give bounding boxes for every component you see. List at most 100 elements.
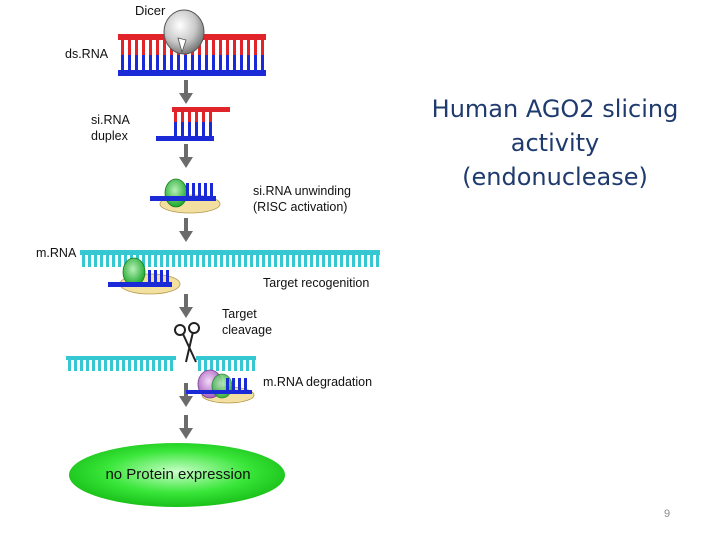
nucleotide-tick [177, 55, 180, 70]
nucleotide-tick [160, 270, 163, 282]
nucleotide-tick [160, 255, 163, 267]
dicer-icon [163, 9, 205, 55]
nucleotide-tick [261, 40, 264, 55]
nucleotide-tick [152, 360, 155, 371]
nucleotide-tick [164, 360, 167, 371]
sirna-unwinding-label-line2: (RISC activation) [253, 200, 348, 214]
nucleotide-tick [170, 360, 173, 371]
nucleotide-tick [226, 40, 229, 55]
nucleotide-tick [212, 55, 215, 70]
nucleotide-tick [219, 55, 222, 70]
nucleotide-tick [186, 183, 189, 196]
nucleotide-tick [156, 55, 159, 70]
nucleotide-tick [181, 122, 184, 136]
nucleotide-tick [228, 360, 231, 371]
arrow-4 [179, 294, 193, 318]
target-cleavage-label-line1: Target [222, 307, 257, 321]
nucleotide-tick [254, 55, 257, 70]
nucleotide-tick [82, 255, 85, 267]
nucleotide-tick [346, 255, 349, 267]
nucleotide-tick [376, 255, 379, 267]
nucleotide-tick [198, 40, 201, 55]
nucleotide-tick [370, 255, 373, 267]
nucleotide-tick [233, 40, 236, 55]
nucleotide-tick [184, 255, 187, 267]
nucleotide-tick [86, 360, 89, 371]
nucleotide-tick [240, 55, 243, 70]
nucleotide-tick [286, 255, 289, 267]
nucleotide-tick [106, 255, 109, 267]
nucleotide-tick [172, 255, 175, 267]
nucleotide-tick [188, 122, 191, 136]
nucleotide-tick [256, 255, 259, 267]
target-cleavage-label-line2: cleavage [222, 323, 273, 337]
nucleotide-tick [238, 378, 241, 390]
nucleotide-tick [250, 255, 253, 267]
arrow-3 [179, 218, 193, 242]
nucleotide-tick [163, 55, 166, 70]
nucleotide-tick [205, 55, 208, 70]
nucleotide-tick [208, 255, 211, 267]
nucleotide-tick [188, 112, 191, 122]
arrow-2 [179, 144, 193, 168]
nucleotide-tick [100, 255, 103, 267]
nucleotide-tick [261, 55, 264, 70]
nucleotide-tick [192, 183, 195, 196]
nucleotide-tick [148, 255, 151, 267]
nucleotide-tick [135, 55, 138, 70]
nucleotide-tick [154, 270, 157, 282]
sirna-duplex-label-line1: si.RNA [91, 113, 130, 127]
nucleotide-tick [205, 40, 208, 55]
nucleotide-tick [195, 112, 198, 122]
target-recognition-complex [108, 257, 181, 295]
nucleotide-tick [178, 255, 181, 267]
nucleotide-tick [298, 255, 301, 267]
nucleotide-tick [202, 255, 205, 267]
nucleotide-tick [210, 360, 213, 371]
nucleotide-tick [316, 255, 319, 267]
nucleotide-tick [310, 255, 313, 267]
slide-title-line1: Human AGO2 slicing [431, 95, 679, 123]
nucleotide-tick [158, 360, 161, 371]
nucleotide-tick [204, 183, 207, 196]
nucleotide-tick [216, 360, 219, 371]
nucleotide-tick [163, 40, 166, 55]
nucleotide-tick [68, 360, 71, 371]
nucleotide-tick [232, 255, 235, 267]
nucleotide-tick [104, 360, 107, 371]
nucleotide-tick [149, 55, 152, 70]
nucleotide-tick [280, 255, 283, 267]
nucleotide-tick [149, 40, 152, 55]
nucleotide-tick [226, 255, 229, 267]
nucleotide-tick [238, 255, 241, 267]
nucleotide-tick [184, 55, 187, 70]
nucleotide-tick [128, 55, 131, 70]
slide-title-line3: (endonuclease) [462, 163, 648, 191]
nucleotide-tick [170, 55, 173, 70]
nucleotide-tick [195, 122, 198, 136]
nucleotide-tick [247, 40, 250, 55]
dicer-label: Dicer [135, 3, 166, 18]
nucleotide-tick [222, 360, 225, 371]
nucleotide-tick [244, 255, 247, 267]
arrow-6 [179, 415, 193, 439]
nucleotide-tick [174, 122, 177, 136]
no-protein-oval [69, 443, 285, 507]
nucleotide-tick [262, 255, 265, 267]
nucleotide-tick [118, 255, 121, 267]
nucleotide-tick [247, 55, 250, 70]
nucleotide-tick [124, 255, 127, 267]
nucleotide-tick [142, 55, 145, 70]
nucleotide-tick [352, 255, 355, 267]
nucleotide-tick [174, 112, 177, 122]
slide-title: Human AGO2 slicing activity (endonucleas… [405, 92, 705, 194]
nucleotide-tick [334, 255, 337, 267]
nucleotide-tick [191, 55, 194, 70]
sirna-unwinding-label-line1: si.RNA unwinding [253, 184, 351, 198]
nucleotide-tick [322, 255, 325, 267]
nucleotide-tick [128, 40, 131, 55]
nucleotide-tick [232, 378, 235, 390]
cleaved-mrna-right [196, 356, 256, 371]
nucleotide-tick [252, 360, 255, 371]
risc-complex-activation [150, 178, 221, 214]
